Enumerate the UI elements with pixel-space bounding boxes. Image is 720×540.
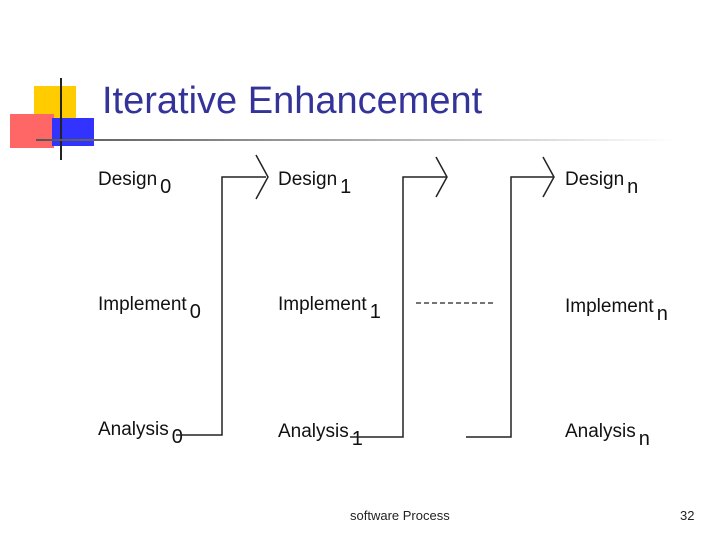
connector-analysis0-to-design1	[176, 176, 266, 436]
title-underline	[36, 139, 676, 141]
slide-footer: software Process	[350, 508, 450, 523]
slide-number: 32	[680, 508, 695, 523]
decor-square-red	[10, 114, 54, 148]
arrowhead-next	[435, 156, 448, 198]
arrowhead-designn	[542, 156, 555, 198]
connector-prev-to-designn	[466, 176, 553, 438]
decor-square-blue	[52, 118, 94, 146]
slide-title: Iterative Enhancement	[102, 80, 483, 122]
decor-vertical-line	[60, 78, 62, 160]
connector-analysis1-to-next	[350, 176, 446, 438]
arrowhead-design1	[255, 154, 269, 200]
